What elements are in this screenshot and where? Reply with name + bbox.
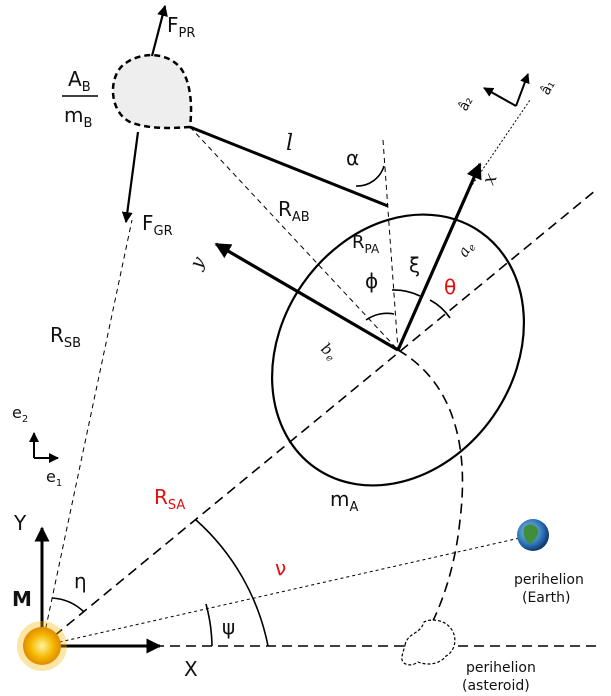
psi-arc (205, 603, 213, 647)
f-gr-label: FGR (142, 211, 173, 239)
r-sb-line (41, 219, 133, 647)
tether-length-label: l (286, 131, 293, 156)
phi-label: ϕ (365, 269, 378, 293)
eta-arc (51, 597, 85, 613)
x-axis-extension (469, 99, 531, 189)
a-hat-1-label: â₁ (538, 78, 559, 98)
angle-arcs (51, 165, 451, 647)
r-sa-line (41, 189, 597, 647)
nu-arc (195, 519, 269, 647)
sun-mass-label: M (12, 587, 32, 611)
y-body-label: y (186, 252, 210, 273)
nu-label: ν (275, 556, 286, 580)
theta-arc (429, 299, 451, 319)
f-pr-label: FPR (167, 13, 195, 41)
earth-perihelion-line (41, 534, 534, 647)
asteroid-ellipse (270, 213, 526, 487)
alpha-label: α (346, 146, 359, 170)
r-sb-label: RSB (50, 323, 81, 351)
x-body-axis (396, 162, 482, 351)
a-hat-2-arrow (483, 87, 517, 107)
r-pa-label: RPA (352, 232, 380, 256)
a-b-label: AB (68, 67, 91, 95)
phi-arc (365, 312, 395, 321)
asteroid-perihelion-icon (401, 619, 456, 666)
xi-label: ξ (409, 253, 420, 277)
earth-icon (517, 519, 549, 551)
b-e-label: be (316, 339, 341, 364)
theta-label: θ (444, 275, 456, 299)
r-ab-label: RAB (278, 197, 310, 225)
f-gr-arrow (121, 131, 140, 224)
x-inertial-label: X (184, 657, 198, 681)
alpha-arc (355, 165, 385, 187)
r-ab-line (189, 126, 399, 351)
tether-line (189, 125, 389, 208)
a-e-label: ae (454, 238, 479, 261)
perihelion-asteroid-label: perihelion (asteroid) (462, 660, 540, 694)
sun-icon (17, 621, 67, 671)
e1-label: e1 (46, 467, 62, 489)
m-a-label: mA (330, 487, 358, 515)
f-pr-arrow (150, 4, 168, 57)
psi-label: ψ (222, 615, 235, 639)
y-body-axis (214, 242, 399, 352)
asteroid-orbit-path (397, 349, 464, 637)
a-hat-2-label: â₂ (456, 94, 477, 114)
x-body-label: x (478, 170, 501, 188)
y-inertial-label: Y (13, 511, 27, 535)
eta-label: η (74, 569, 87, 593)
e2-label: e2 (12, 403, 28, 425)
r-pa-line (382, 139, 399, 351)
long-dashed-lines (41, 189, 597, 647)
ballast-body (111, 53, 193, 130)
m-b-label: mB (64, 103, 92, 131)
xi-arc (391, 289, 421, 297)
perihelion-earth-label: perihelion (Earth) (514, 572, 588, 606)
a-hat-1-arrow (515, 73, 530, 107)
construction-lines (41, 99, 534, 647)
r-sa-label: RSA (154, 485, 185, 513)
